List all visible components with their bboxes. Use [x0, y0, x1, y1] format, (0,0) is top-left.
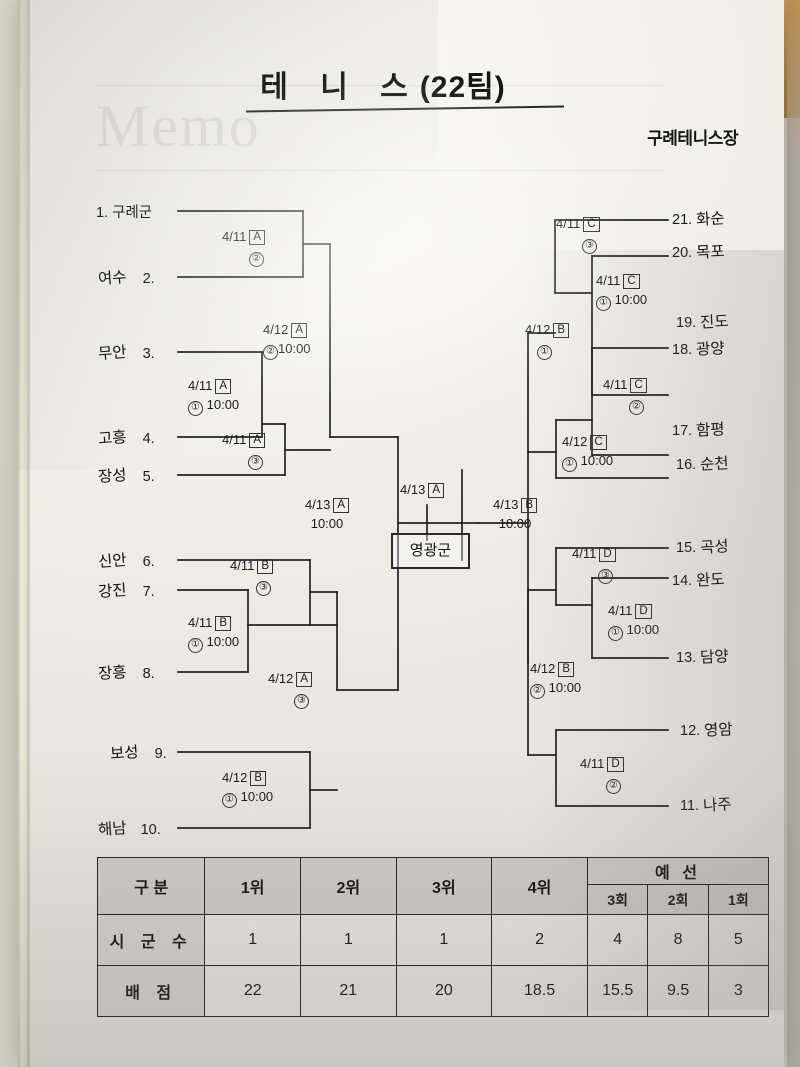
seed-13: 13. 담양 — [676, 645, 729, 667]
seed-5-name: 장성 — [97, 466, 128, 486]
table-subheader-row: 3회 2회 1회 — [98, 884, 770, 915]
seed-21-name: 화순 — [695, 209, 726, 229]
seed-19: 19. 진도 — [676, 310, 729, 332]
cell-county-rank1: 1 — [204, 914, 301, 966]
seed-14: 14. 완도 — [672, 568, 725, 590]
seed-6-name: 신안 — [97, 551, 128, 571]
cell-points-round2: 9.5 — [647, 965, 709, 1017]
seed-4-name: 고흥 — [97, 428, 128, 448]
seed-6: 신안 6. — [97, 549, 154, 571]
seed-20-name: 목포 — [695, 242, 726, 262]
col-header-preliminary-group: 예 선 — [586, 856, 770, 886]
cell-county-rank3: 1 — [395, 914, 493, 966]
cell-points-rank2: 21 — [300, 965, 397, 1017]
cell-county-round1: 5 — [707, 914, 770, 966]
seed-16: 16. 순천 — [676, 452, 729, 474]
seed-9-name: 보성 — [109, 743, 140, 763]
col-header-rank2: 2위 — [300, 857, 397, 915]
seed-21: 21. 화순 — [672, 207, 725, 229]
seed-5: 장성 5. — [97, 464, 154, 486]
seed-15: 15. 곡성 — [676, 535, 729, 557]
table-row-county-count: 시 군 수 1 1 1 2 4 8 5 — [96, 914, 770, 966]
table-group-header-row: 구 분 1위 2위 3위 4위 예 선 — [96, 856, 770, 915]
table-row-points: 배 점 22 21 20 18.5 15.5 9.5 3 — [96, 965, 770, 1017]
seed-2-name: 여수 — [97, 268, 128, 288]
row-label-county-count: 시 군 수 — [96, 914, 206, 966]
champion-name: 영광군 — [409, 542, 452, 559]
seed-1: 1. 구례군 — [96, 205, 153, 221]
cell-points-rank1: 22 — [204, 965, 301, 1017]
seed-1-name: 구례군 — [112, 205, 153, 221]
col-header-gubun: 구 분 — [96, 857, 206, 915]
seed-20: 20. 목포 — [672, 240, 725, 262]
cell-county-rank2: 1 — [300, 914, 397, 966]
seed-8-name: 장흥 — [97, 663, 128, 683]
cell-county-rank4: 2 — [491, 914, 588, 966]
cell-points-rank3: 20 — [395, 965, 493, 1017]
seed-3-name: 무안 — [97, 343, 128, 363]
paper-right-edge — [787, 0, 800, 1067]
col-header-round2: 2회 — [647, 884, 709, 915]
seed-2: 여수 2. — [97, 266, 154, 288]
results-table: 구 분 1위 2위 3위 4위 예 선 3회 2회 1회 시 군 수 1 1 1… — [96, 856, 770, 1017]
seed-18-name: 광양 — [695, 339, 726, 359]
seed-14-name: 완도 — [695, 570, 726, 590]
col-header-round3: 3회 — [586, 884, 649, 915]
seed-7-name: 강진 — [97, 581, 128, 601]
seed-16-name: 순천 — [699, 454, 730, 474]
seed-17: 17. 함평 — [672, 418, 725, 440]
seed-11: 11. 나주 — [680, 793, 732, 815]
seed-18: 18. 광양 — [672, 337, 725, 359]
seed-7: 강진 7. — [97, 579, 154, 601]
seed-10: 해남 10. — [97, 817, 160, 839]
seed-17-name: 함평 — [695, 420, 726, 440]
seed-15-name: 곡성 — [699, 537, 730, 557]
seed-13-name: 담양 — [699, 647, 730, 667]
seed-10-name: 해남 — [97, 819, 128, 839]
seed-11-name: 나주 — [702, 795, 733, 815]
seed-9: 보성 9. — [109, 741, 166, 763]
col-header-rank3: 3위 — [395, 857, 493, 915]
cell-county-round3: 4 — [586, 914, 649, 966]
paper-left-fold — [27, 0, 30, 1067]
col-header-rank4: 4위 — [491, 857, 588, 915]
seed-12-name: 영암 — [703, 720, 734, 740]
venue-label: 구례테니스장 — [647, 129, 738, 148]
seed-4: 고흥 4. — [97, 426, 154, 448]
cell-points-round3: 15.5 — [586, 965, 649, 1017]
seed-3: 무안 3. — [97, 341, 154, 363]
cell-points-rank4: 18.5 — [491, 965, 588, 1017]
row-label-points: 배 점 — [96, 965, 206, 1017]
col-header-rank1: 1위 — [204, 857, 301, 915]
cell-county-round2: 8 — [647, 914, 709, 966]
col-header-round1: 1회 — [707, 884, 770, 915]
cell-points-round1: 3 — [707, 965, 770, 1017]
seed-12: 12. 영암 — [680, 718, 733, 740]
champion-box: 영광군 — [391, 533, 470, 569]
seed-19-name: 진도 — [699, 312, 730, 332]
seed-8: 장흥 8. — [97, 661, 154, 683]
paper-left-edge — [18, 0, 27, 1067]
